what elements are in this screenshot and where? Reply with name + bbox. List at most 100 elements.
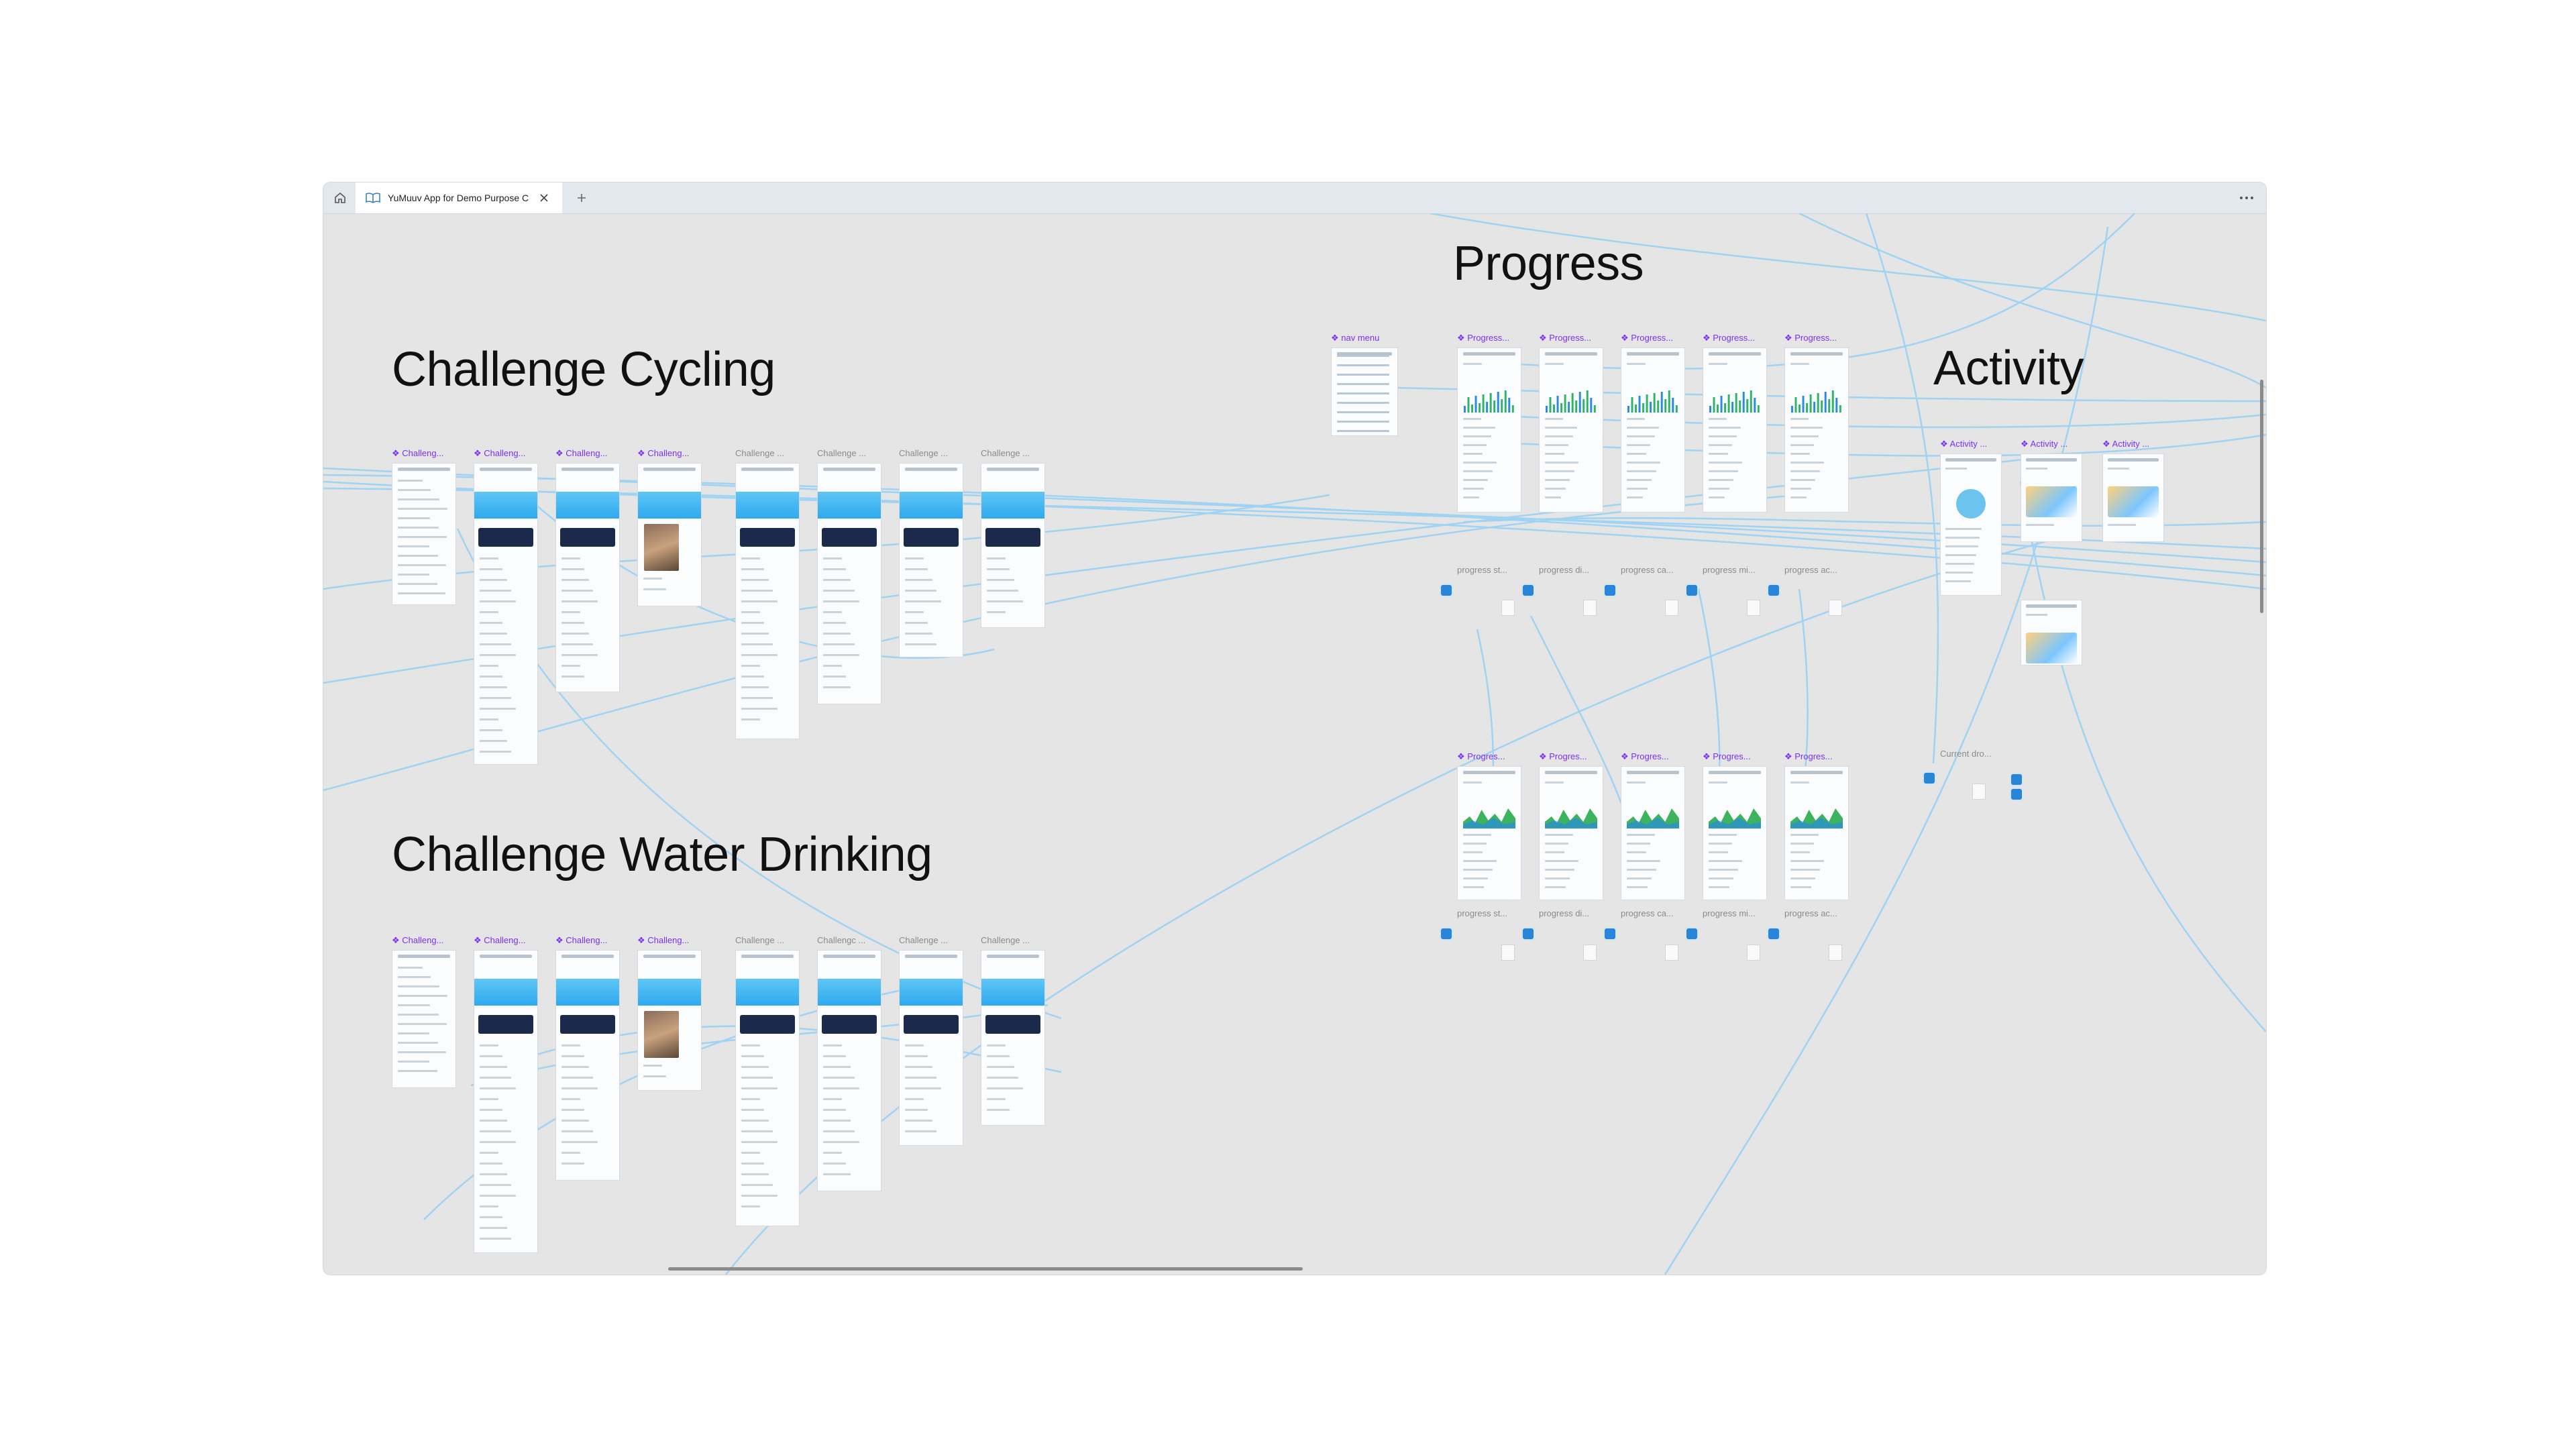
design-canvas[interactable]: Challenge Cycling Challenge Water Drinki…: [323, 213, 2266, 1275]
screen-frame[interactable]: [1539, 766, 1603, 900]
frame-label[interactable]: progress st...: [1457, 565, 1508, 575]
frame-label[interactable]: Challenge ...: [817, 448, 866, 458]
screen-frame[interactable]: [2021, 453, 2082, 542]
mini-screen[interactable]: [1747, 600, 1760, 616]
screen-frame[interactable]: [899, 950, 963, 1146]
frame-label[interactable]: Challenge ...: [981, 448, 1030, 458]
frame-label[interactable]: progress di...: [1539, 565, 1590, 575]
link-node-icon[interactable]: [1923, 771, 1936, 785]
mini-screen[interactable]: [1583, 600, 1597, 616]
screen-frame[interactable]: [392, 950, 456, 1088]
frame-label[interactable]: Challenge ...: [899, 935, 948, 945]
frame-label[interactable]: ❖ Progres...: [1457, 751, 1505, 761]
screen-frame[interactable]: [637, 463, 702, 606]
frame-label[interactable]: ❖ Progress...: [1703, 333, 1756, 343]
link-node-icon[interactable]: [1767, 584, 1780, 597]
link-node-icon[interactable]: [1521, 584, 1535, 597]
frame-label[interactable]: ❖ Progres...: [1784, 751, 1833, 761]
screen-frame[interactable]: [1703, 766, 1767, 900]
frame-label[interactable]: progress ac...: [1784, 565, 1837, 575]
mini-screen[interactable]: [1829, 600, 1842, 616]
screen-frame[interactable]: [1784, 347, 1849, 513]
frame-label[interactable]: ❖ Challeng...: [555, 935, 608, 945]
frame-label[interactable]: progress mi...: [1703, 908, 1756, 918]
screen-frame[interactable]: [2102, 453, 2164, 542]
link-node-icon[interactable]: [1440, 927, 1453, 941]
screen-frame[interactable]: [735, 950, 800, 1226]
horizontal-scrollbar[interactable]: [668, 1267, 1303, 1271]
link-node-icon[interactable]: [1685, 584, 1699, 597]
screen-frame[interactable]: [474, 463, 538, 765]
vertical-scrollbar[interactable]: [2260, 380, 2263, 613]
home-icon[interactable]: [330, 188, 350, 208]
frame-label[interactable]: ❖ Progress...: [1539, 333, 1592, 343]
frame-label[interactable]: ❖ Challeng...: [555, 448, 608, 458]
frame-label[interactable]: Challenge ...: [735, 448, 784, 458]
frame-label[interactable]: ❖ Challeng...: [474, 448, 526, 458]
screen-frame[interactable]: [1940, 453, 2002, 596]
frame-label[interactable]: ❖ Challeng...: [637, 935, 690, 945]
screen-frame[interactable]: [1457, 347, 1521, 513]
mini-screen[interactable]: [1501, 600, 1515, 616]
frame-label[interactable]: Challengc ...: [817, 935, 866, 945]
screen-frame[interactable]: [555, 463, 620, 692]
link-node-icon[interactable]: [1603, 927, 1617, 941]
screen-frame[interactable]: [1457, 766, 1521, 900]
screen-frame[interactable]: [637, 950, 702, 1091]
screen-frame[interactable]: [981, 950, 1045, 1126]
screen-frame[interactable]: [817, 950, 881, 1191]
frame-label[interactable]: ❖ Activity ...: [2102, 439, 2150, 449]
frame-label[interactable]: Current dro...: [1940, 749, 1992, 759]
frame-label[interactable]: Challenge ...: [735, 935, 784, 945]
link-node-icon[interactable]: [1767, 927, 1780, 941]
screen-frame[interactable]: [1703, 347, 1767, 513]
mini-screen[interactable]: [1972, 784, 1986, 800]
frame-label[interactable]: ❖ Challeng...: [392, 935, 444, 945]
screen-frame[interactable]: [2021, 600, 2082, 665]
file-tab[interactable]: YuMuuv App for Demo Purpose C: [356, 182, 562, 213]
screen-frame[interactable]: [1621, 766, 1685, 900]
more-horizontal-icon[interactable]: [2235, 188, 2258, 208]
mini-screen[interactable]: [1665, 600, 1678, 616]
frame-label[interactable]: ❖ Progress...: [1784, 333, 1837, 343]
frame-label[interactable]: Challenge ...: [899, 448, 948, 458]
link-node-icon[interactable]: [2010, 788, 2023, 801]
screen-frame[interactable]: [1784, 766, 1849, 900]
screen-frame[interactable]: [1621, 347, 1685, 513]
frame-label[interactable]: Challenge ...: [981, 935, 1030, 945]
frame-label[interactable]: progress st...: [1457, 908, 1508, 918]
screen-frame[interactable]: [555, 950, 620, 1181]
frame-label[interactable]: ❖ nav menu: [1331, 333, 1380, 343]
plus-icon[interactable]: [572, 188, 592, 208]
mini-screen[interactable]: [1501, 945, 1515, 961]
link-node-icon[interactable]: [1603, 584, 1617, 597]
screen-frame[interactable]: [1331, 347, 1398, 436]
frame-label[interactable]: ❖ Activity ...: [1940, 439, 1988, 449]
frame-label[interactable]: ❖ Progress...: [1457, 333, 1510, 343]
screen-frame[interactable]: [899, 463, 963, 657]
screen-frame[interactable]: [981, 463, 1045, 628]
mini-screen[interactable]: [1665, 945, 1678, 961]
screen-frame[interactable]: [817, 463, 881, 704]
link-node-icon[interactable]: [2010, 773, 2023, 786]
frame-label[interactable]: ❖ Activity ...: [2021, 439, 2068, 449]
frame-label[interactable]: ❖ Progress...: [1621, 333, 1674, 343]
mini-screen[interactable]: [1829, 945, 1842, 961]
frame-label[interactable]: progress ca...: [1621, 908, 1674, 918]
mini-screen[interactable]: [1747, 945, 1760, 961]
frame-label[interactable]: ❖ Progres...: [1703, 751, 1751, 761]
frame-label[interactable]: ❖ Progres...: [1539, 751, 1587, 761]
link-node-icon[interactable]: [1521, 927, 1535, 941]
frame-label[interactable]: ❖ Challeng...: [637, 448, 690, 458]
frame-label[interactable]: ❖ Progres...: [1621, 751, 1669, 761]
frame-label[interactable]: progress ac...: [1784, 908, 1837, 918]
frame-label[interactable]: progress mi...: [1703, 565, 1756, 575]
frame-label[interactable]: ❖ Challeng...: [392, 448, 444, 458]
screen-frame[interactable]: [1539, 347, 1603, 513]
close-icon[interactable]: [535, 189, 553, 207]
mini-screen[interactable]: [1583, 945, 1597, 961]
frame-label[interactable]: progress ca...: [1621, 565, 1674, 575]
frame-label[interactable]: progress di...: [1539, 908, 1590, 918]
screen-frame[interactable]: [474, 950, 538, 1253]
link-node-icon[interactable]: [1440, 584, 1453, 597]
